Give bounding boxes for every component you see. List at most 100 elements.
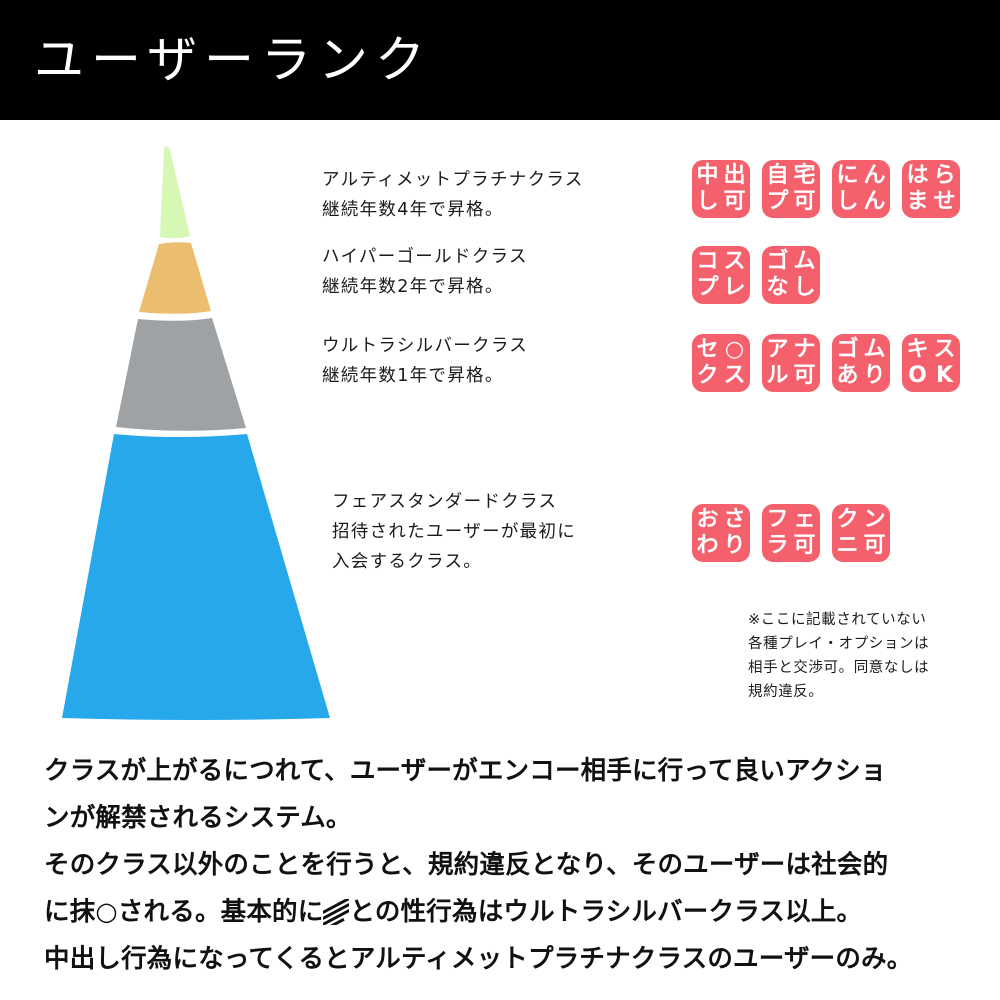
badge-kiss-ok[interactable]: キ ス O K (902, 334, 960, 392)
badge-haramase[interactable]: は ら ま せ (902, 160, 960, 218)
summary-line-3: そのクラス以外のことを行うと、規約違反となり、そのユーザーは社会的 (44, 850, 889, 880)
footnote-line: 各種プレイ・オプションは (748, 636, 930, 652)
badge-char: O (908, 363, 927, 388)
badge-char: ム (863, 337, 886, 362)
badge-char: し (793, 275, 816, 300)
header-bar (0, 0, 1000, 120)
badge-cosplay[interactable]: コ ス プ レ (692, 246, 750, 304)
badge-char: は (906, 163, 929, 188)
badge-char: さ (723, 507, 746, 532)
badge-char: 自 (766, 163, 789, 188)
badge-char: 可 (793, 533, 816, 558)
badge-char: 可 (723, 189, 746, 214)
badge-char: に (836, 163, 859, 188)
badge-char: ス (723, 249, 746, 274)
badge-char: フ (766, 507, 789, 532)
summary-paragraph: クラスが上がるにつれて、ユーザーがエンコー相手に行って良いアクショ ンが解禁され… (44, 748, 984, 983)
badge-char: ェ (793, 507, 816, 532)
badge-char: ん (863, 163, 886, 188)
footnote-line: 規約違反。 (748, 684, 824, 700)
badge-osawari[interactable]: お さ わ り (692, 504, 750, 562)
summary-line-4: に抹○される。基本的にとの性行為はウルトラシルバークラス以上。 (44, 889, 984, 936)
badge-char: ス (933, 337, 956, 362)
badge-char: プ (766, 189, 789, 214)
badge-ninshin[interactable]: に ん し ん (832, 160, 890, 218)
badge-char: ン (863, 507, 886, 532)
tier-description-gold: ハイパーゴールドクラス 継続年数2年で昇格。 (322, 242, 528, 302)
rank-pyramid-diagram (50, 140, 350, 730)
pyramid-segment-standard (62, 434, 330, 720)
badge-char: な (766, 275, 789, 300)
tier-description-silver: ウルトラシルバークラス 継続年数1年で昇格。 (322, 331, 528, 391)
badge-kunni-ka[interactable]: ク ン ニ 可 (832, 504, 890, 562)
badge-char: ナ (793, 337, 816, 362)
badge-gomu-nashi[interactable]: ゴ ム な し (762, 246, 820, 304)
badge-char: せ (933, 189, 956, 214)
badge-char: ク (836, 507, 859, 532)
badge-char: し (836, 189, 859, 214)
footnote-line: ※ここに記載されていない (748, 612, 927, 628)
badge-char: し (696, 189, 719, 214)
badge-char: ル (766, 363, 789, 388)
tier-detail-line-2: 入会するクラス。 (332, 552, 483, 572)
badge-char: レ (723, 275, 746, 300)
badge-row-silver: セ ○ ク ス ア ナ ル 可 ゴ ム あ り キ ス O K (692, 334, 960, 392)
page-title: ユーザーランク (34, 31, 432, 89)
summary-line-4-before: に抹○される。基本的に (44, 897, 324, 927)
footnote-line: 相手と交渉可。同意なしは (748, 660, 930, 676)
badge-char: キ (906, 337, 929, 362)
badge-char: プ (696, 275, 719, 300)
badge-char: ス (723, 363, 746, 388)
summary-line-1: クラスが上がるにつれて、ユーザーがエンコー相手に行って良いアクショ (44, 756, 887, 786)
badge-char: K (935, 363, 954, 388)
badge-char: セ (696, 337, 719, 362)
badge-char: わ (696, 533, 719, 558)
badge-row-gold: コ ス プ レ ゴ ム な し (692, 246, 820, 304)
badge-char: 可 (793, 189, 816, 214)
badge-char: 宅 (793, 163, 816, 188)
badge-gomu-ari[interactable]: ゴ ム あ り (832, 334, 890, 392)
pyramid-segment-platinum (160, 146, 190, 239)
badge-char: ム (793, 249, 816, 274)
tier-title: ウルトラシルバークラス (322, 336, 529, 356)
badge-fera-ka[interactable]: フ ェ ラ 可 (762, 504, 820, 562)
badge-nakadashi-ka[interactable]: 中 出 し 可 (692, 160, 750, 218)
badge-char: り (723, 533, 746, 558)
badge-char: 出 (723, 163, 746, 188)
summary-line-4-after: との性行為はウルトラシルバークラス以上。 (349, 897, 863, 927)
badge-char: ○ (724, 337, 745, 362)
pyramid-segment-gold (139, 242, 211, 314)
summary-line-5: 中出し行為になってくるとアルティメットプラチナクラスのユーザーのみ。 (44, 944, 913, 974)
badge-anaru-ka[interactable]: ア ナ ル 可 (762, 334, 820, 392)
badge-char: ま (906, 189, 929, 214)
badge-char: 中 (696, 163, 719, 188)
summary-line-2: ンが解禁されるシステム。 (44, 803, 352, 833)
badge-row-standard: お さ わ り フ ェ ラ 可 ク ン ニ 可 (692, 504, 890, 562)
badge-char: ら (933, 163, 956, 188)
tier-title: アルティメットプラチナクラス (322, 170, 584, 190)
badge-char: お (696, 507, 719, 532)
badge-char: コ (696, 249, 719, 274)
badge-char: ゴ (836, 337, 859, 362)
footnote-note: ※ここに記載されていない 各種プレイ・オプションは 相手と交渉可。同意なしは 規… (748, 608, 929, 704)
badge-char: ゴ (766, 249, 789, 274)
tier-title: フェアスタンダードクラス (332, 492, 558, 512)
tier-detail: 継続年数2年で昇格。 (322, 277, 504, 297)
tier-detail-line-1: 招待されたユーザーが最初に (332, 522, 577, 542)
badge-char: り (863, 363, 886, 388)
badge-char: ニ (836, 533, 859, 558)
badge-char: あ (836, 363, 859, 388)
tier-description-platinum: アルティメットプラチナクラス 継続年数4年で昇格。 (322, 165, 584, 225)
badge-sekkusu[interactable]: セ ○ ク ス (692, 334, 750, 392)
badge-char: 可 (863, 533, 886, 558)
tier-detail: 継続年数1年で昇格。 (322, 366, 504, 386)
badge-char: ん (863, 189, 886, 214)
badge-jitaku-pu-ka[interactable]: 自 宅 プ 可 (762, 160, 820, 218)
tier-title: ハイパーゴールドクラス (322, 247, 528, 267)
badge-char: ラ (766, 533, 789, 558)
badge-char: ア (766, 337, 789, 362)
pyramid-segment-silver (116, 318, 246, 431)
badge-char: 可 (793, 363, 816, 388)
tier-description-standard: フェアスタンダードクラス 招待されたユーザーが最初に 入会するクラス。 (332, 487, 576, 577)
badge-char: ク (696, 363, 719, 388)
